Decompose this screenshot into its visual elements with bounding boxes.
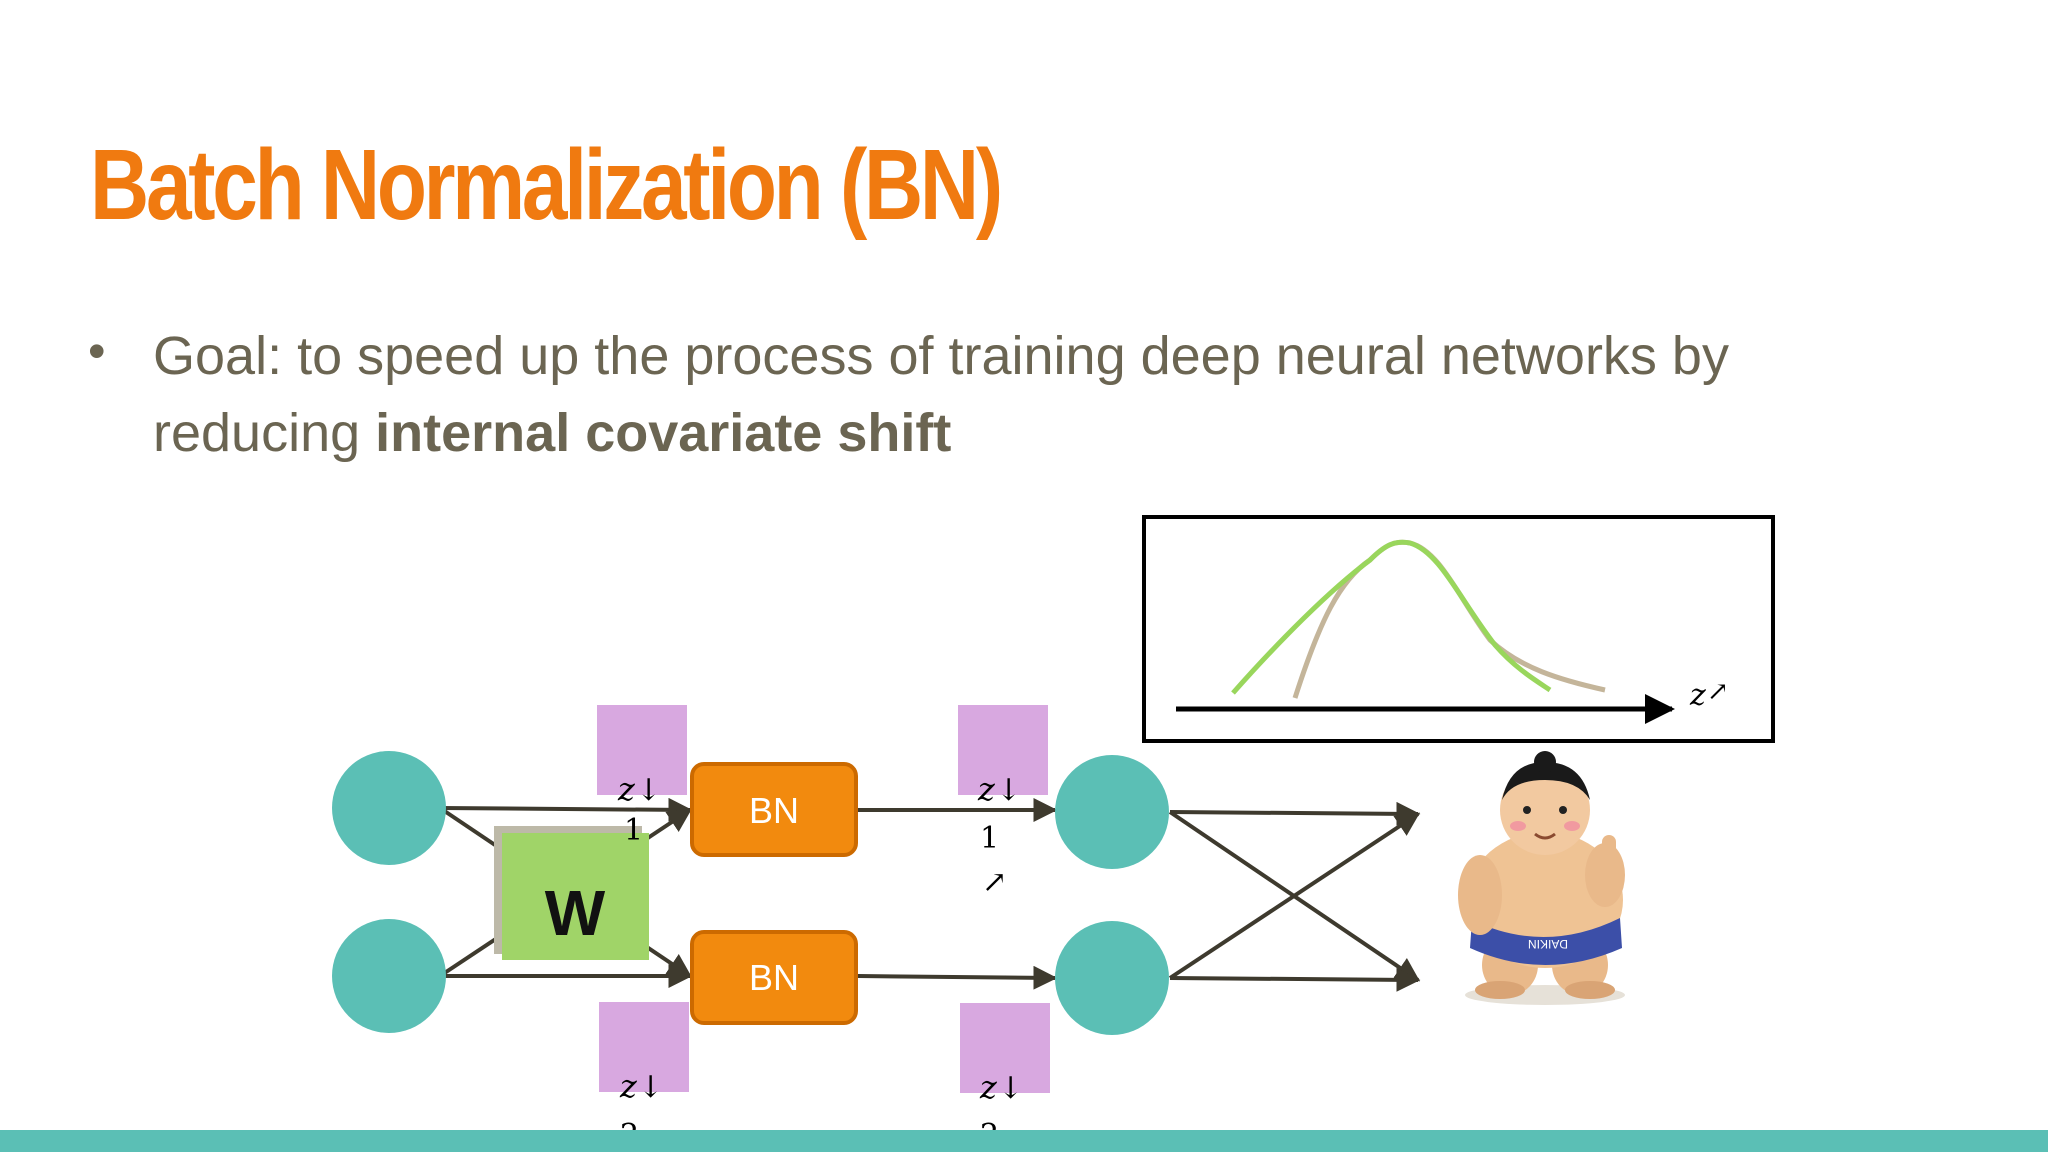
slide-title: Batch Normalization (BN) — [90, 129, 1003, 241]
edge-h2-out1 — [1168, 812, 1421, 980]
z1-right-sub: 1 — [980, 821, 999, 856]
bn-box-bottom: BN — [690, 930, 858, 1025]
z1-box-right: z ↓ 1 ↗ — [958, 705, 1048, 900]
z2-right-arrow: ↓ — [998, 1071, 1023, 1106]
footer-bar — [0, 1130, 2048, 1152]
edge-h2-out2 — [1169, 967, 1421, 992]
z2-left-arrow: ↓ — [638, 1070, 663, 1105]
z1-left-arrow: ↓ — [636, 773, 661, 808]
z2-box-left: z ↓ 2 — [599, 1002, 689, 1152]
input-node-1 — [332, 751, 446, 865]
bn-box-bottom-label: BN — [749, 957, 799, 998]
z1-left-sub: 1 — [624, 813, 643, 848]
edge-bn2-h2 — [857, 965, 1058, 990]
distribution-axis-mark: ↗ — [1707, 677, 1729, 707]
input-node-2 — [332, 919, 446, 1033]
hidden-node-1 — [1055, 755, 1169, 869]
z2-right-label: z — [979, 1068, 998, 1106]
sumo-wrestler-icon: DAIKIN — [1458, 751, 1625, 1005]
z1-left-label: z — [617, 770, 636, 808]
bullet-marker: • — [88, 323, 106, 379]
edge-in1-bn1 — [439, 797, 693, 822]
bullet-text: Goal: to speed up the process of trainin… — [153, 326, 1729, 463]
sumo-belt-text: DAIKIN — [1528, 937, 1568, 951]
distribution-axis-label: z — [1689, 678, 1706, 713]
z1-right-arrow: ↓ — [996, 773, 1021, 808]
bn-box-top-label: BN — [749, 790, 799, 831]
weight-label: W — [545, 877, 606, 949]
bn-box-top: BN — [690, 762, 858, 857]
edge-h1-out1 — [1169, 801, 1421, 826]
hidden-node-2 — [1055, 921, 1169, 1035]
z2-left-label: z — [619, 1067, 638, 1105]
distribution-inset: z ↗ — [1142, 515, 1775, 743]
weight-box-face — [502, 833, 649, 960]
bullet-emphasis: internal covariate shift — [375, 403, 952, 463]
z1-right-mark: ↗ — [982, 865, 1007, 900]
curve-green — [1231, 539, 1552, 695]
z1-box-left: z ↓ 1 — [597, 705, 687, 848]
weight-box: W — [494, 826, 649, 960]
z1-right-label: z — [977, 770, 996, 808]
bullet-goal: Goal: to speed up the process of trainin… — [153, 318, 1933, 472]
